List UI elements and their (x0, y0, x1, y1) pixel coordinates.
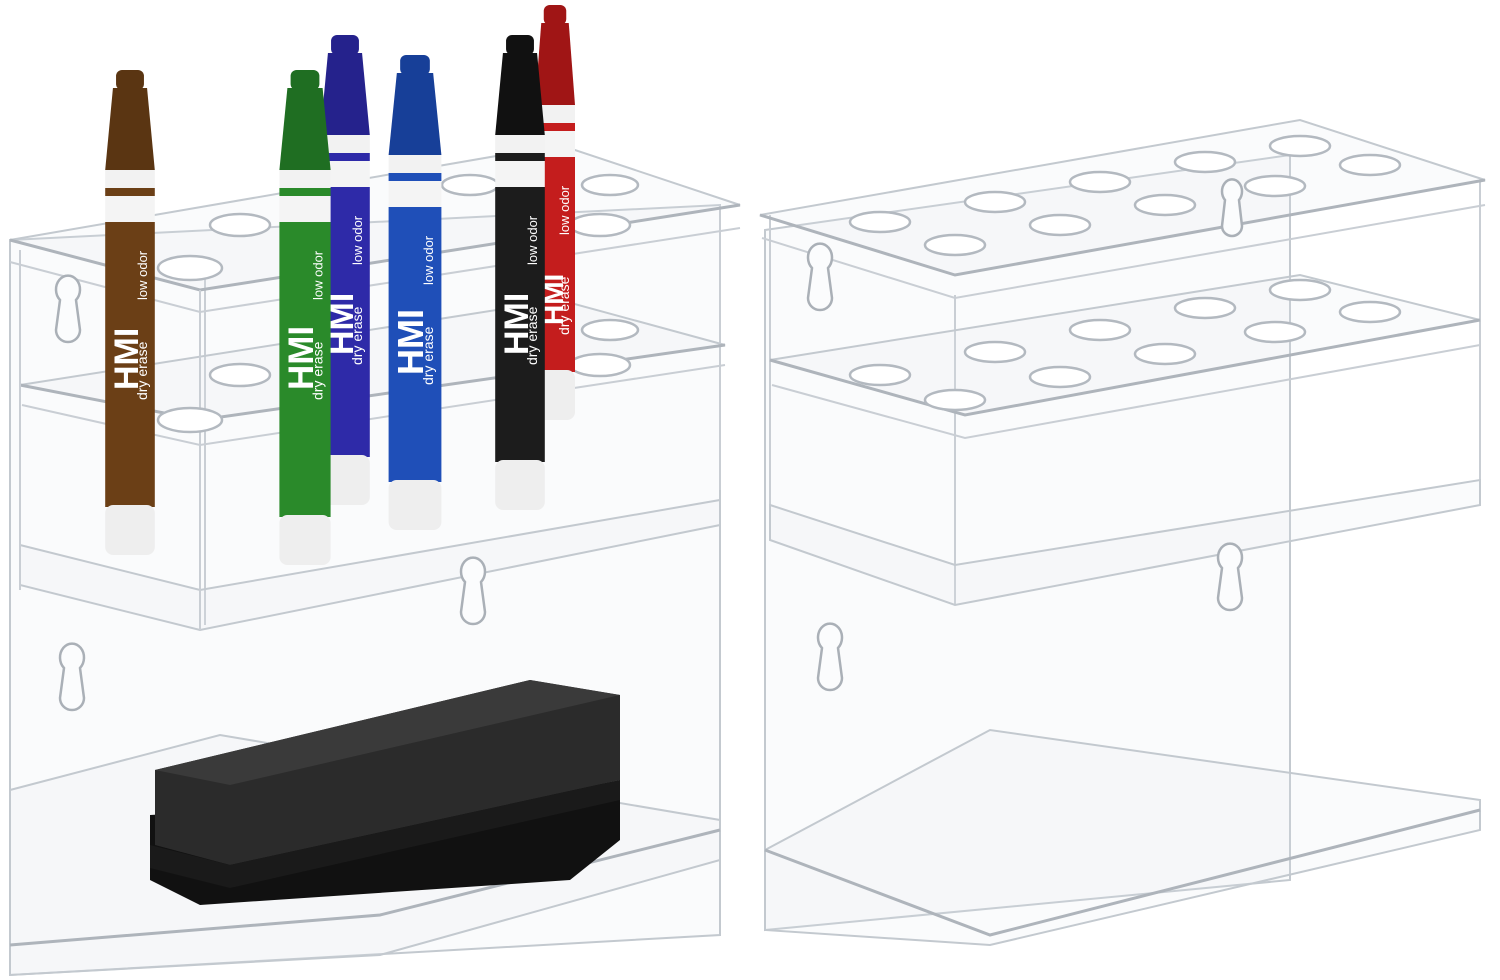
keyhole-icon (1220, 178, 1244, 238)
keyhole-icon (58, 642, 86, 712)
marker-type-label: dry erase (310, 341, 326, 400)
hole (963, 340, 1027, 364)
marker-odor-label: low odor (557, 185, 572, 235)
marker-type-label: dry erase (420, 326, 436, 385)
hole (1028, 365, 1092, 389)
hole (440, 173, 500, 197)
marker-type-label: dry erase (524, 306, 540, 365)
marker-odor-label: low odor (525, 215, 540, 265)
keyhole-icon (1216, 542, 1244, 612)
hole (156, 254, 224, 282)
keyhole-icon (459, 556, 487, 626)
marker-odor-label: low odor (135, 250, 150, 300)
hole (1133, 342, 1197, 366)
hole (848, 363, 912, 387)
hole (1243, 320, 1307, 344)
hole (1173, 296, 1237, 320)
marker-odor-label: low odor (350, 215, 365, 265)
hole (1173, 150, 1237, 174)
hole (1028, 213, 1092, 237)
hole (580, 173, 640, 197)
hole (923, 388, 987, 412)
eraser (150, 680, 620, 905)
hole (208, 362, 272, 388)
keyhole-icon (806, 242, 834, 312)
marker-type-label: dry erase (349, 306, 365, 365)
hole (156, 406, 224, 434)
hole (1068, 170, 1132, 194)
marker-type-label: dry erase (134, 341, 150, 400)
hole (923, 233, 987, 257)
right-bottom-shelf (764, 728, 1481, 947)
hole (963, 190, 1027, 214)
hole (568, 352, 632, 378)
keyhole-icon (816, 622, 844, 692)
marker-brand-label: HMI (282, 326, 321, 390)
marker-brand-label: HMI (390, 309, 431, 375)
keyhole-icon (54, 274, 82, 344)
hole (1243, 174, 1307, 198)
hole (1338, 300, 1402, 324)
marker-odor-label: low odor (421, 235, 436, 285)
right-box-base (769, 478, 1481, 607)
hole (1268, 134, 1332, 158)
hole (848, 210, 912, 234)
marker-brand-label: HMI (108, 328, 146, 390)
hole (1133, 193, 1197, 217)
right-organizer (759, 118, 1486, 947)
hole (568, 212, 632, 238)
hole (208, 212, 272, 238)
marker-odor-label: low odor (311, 250, 326, 300)
hole (1268, 278, 1332, 302)
marker-type-label: dry erase (556, 276, 572, 335)
hole (1338, 153, 1402, 177)
hole (1068, 318, 1132, 342)
hole (580, 318, 640, 342)
marker-brand-label: HMI (498, 293, 536, 355)
